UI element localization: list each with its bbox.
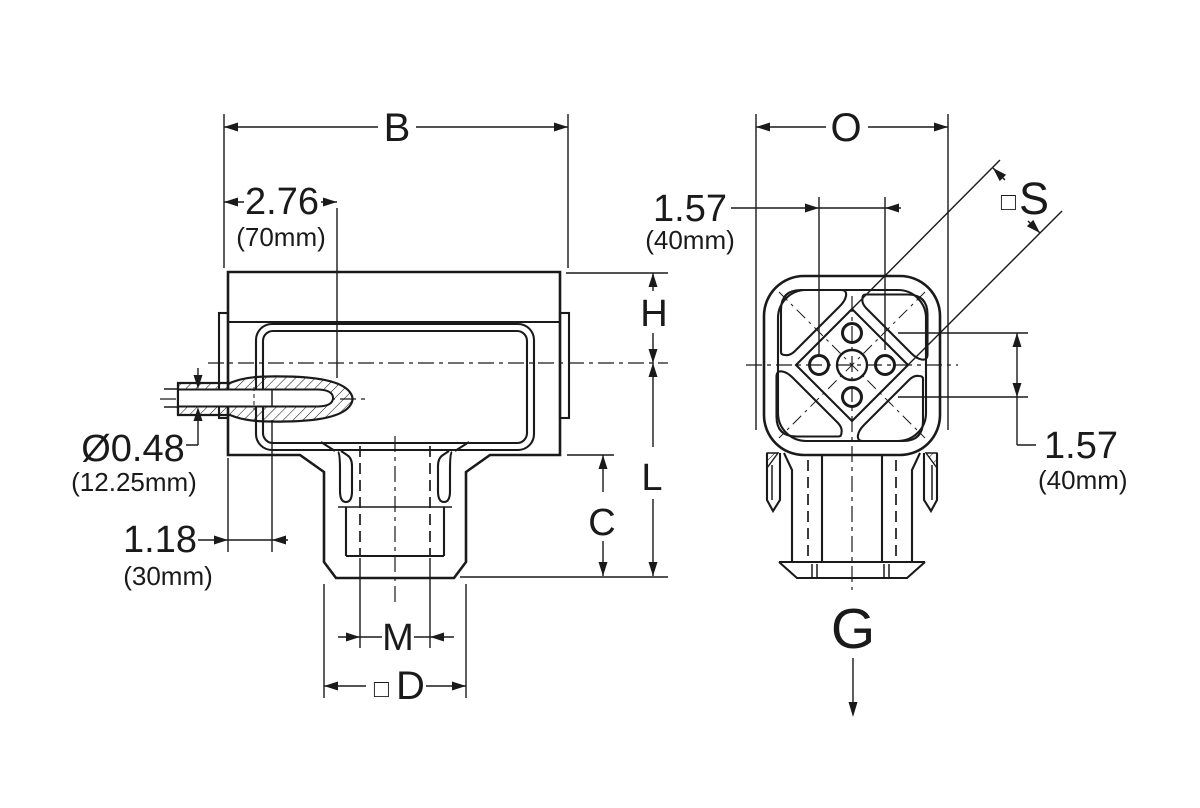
bolt-holes xyxy=(808,322,896,408)
mount-body-outline xyxy=(226,270,562,580)
dim-unit-width: (70mm) xyxy=(236,222,326,252)
dim-B: B xyxy=(223,106,569,268)
dim-label-h: H xyxy=(640,293,667,335)
right-ear xyxy=(558,311,571,420)
dim-hole-spacing-horizontal: 1.57 (40mm) xyxy=(645,188,901,356)
dim-unit-offset: (30mm) xyxy=(123,561,213,591)
front-centerlines xyxy=(746,291,958,590)
dim-label-l: L xyxy=(641,457,662,499)
center-hole xyxy=(835,348,869,382)
cap-inner xyxy=(776,288,928,443)
dim-hole-spacing-vertical: 1.57 (40mm) xyxy=(898,332,1128,495)
dim-bore: Ø0.48 (12.25mm) xyxy=(71,368,203,497)
dim-1-18: 1.18 (30mm) xyxy=(123,420,288,591)
dim-HLC: H L C xyxy=(460,272,668,578)
dim-label-d: D xyxy=(396,664,425,708)
dim-unit-spacing-v: (40mm) xyxy=(1038,465,1128,495)
pin-section xyxy=(176,375,354,423)
square-symbol-s: □ xyxy=(1001,188,1017,216)
dim-value-spacing-h: 1.57 xyxy=(653,188,727,230)
left-ear xyxy=(217,311,230,420)
dim-S: □ S xyxy=(851,159,1063,422)
cap-outer xyxy=(762,274,942,457)
side-section-view: B 2.76 (70mm) Ø0.48 (12.25mm) 1.18 xyxy=(71,106,668,708)
front-clips xyxy=(765,452,939,514)
dim-O: O xyxy=(755,106,949,430)
corner-pads xyxy=(775,288,929,443)
dim-M: M xyxy=(338,558,454,659)
dim-value-offset: 1.18 xyxy=(123,519,197,561)
dim-unit-bore: (12.25mm) xyxy=(71,467,197,497)
front-boss xyxy=(778,452,926,580)
dim-unit-spacing-h: (40mm) xyxy=(645,225,735,255)
dim-2-76: 2.76 (70mm) xyxy=(224,181,338,378)
dim-label-c: C xyxy=(588,502,615,544)
dim-label-o: O xyxy=(830,106,861,150)
dim-D: □ D xyxy=(323,584,467,708)
dim-label-s: S xyxy=(1019,173,1049,224)
boss-interior xyxy=(320,441,470,558)
dim-G: G xyxy=(831,597,875,717)
dim-label-g: G xyxy=(831,597,875,661)
dim-label-b: B xyxy=(384,106,411,150)
dim-value-spacing-v: 1.57 xyxy=(1044,425,1118,467)
dim-value-bore: Ø0.48 xyxy=(81,428,185,470)
square-symbol-d: □ xyxy=(374,675,390,703)
dim-label-m: M xyxy=(382,617,414,659)
dim-value-width: 2.76 xyxy=(245,181,319,223)
front-view: O 1.57 (40mm) □ S 1.57 xyxy=(645,106,1128,717)
